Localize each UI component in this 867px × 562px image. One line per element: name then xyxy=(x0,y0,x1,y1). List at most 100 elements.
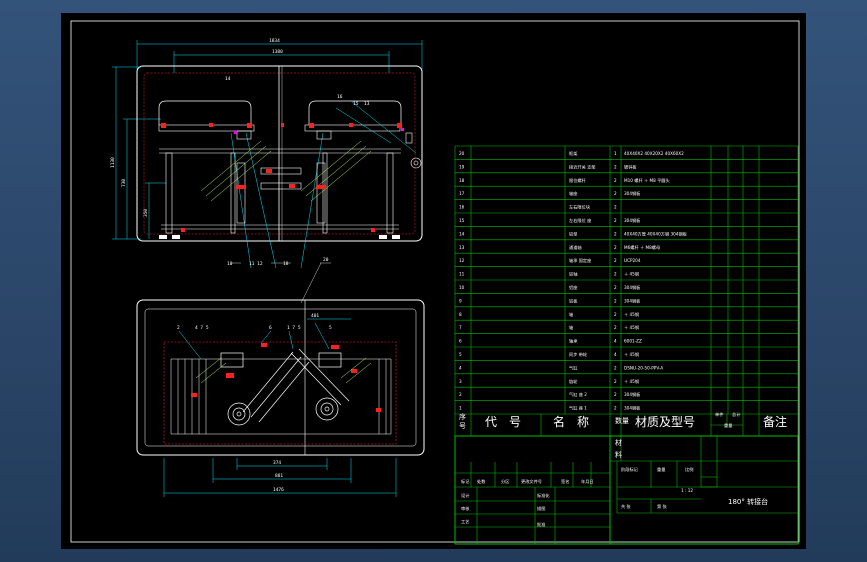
part-no: 18 xyxy=(459,178,465,183)
part-qty: 2 xyxy=(614,164,617,169)
parts-table xyxy=(454,145,799,545)
callout-20: 20 xyxy=(323,257,329,263)
callout-13: 13 xyxy=(364,101,370,107)
callout-11-12: 11 12 xyxy=(249,261,263,267)
drawing-frame xyxy=(70,20,800,543)
standard-label: 标准化 xyxy=(537,492,550,499)
part-no: 17 xyxy=(459,191,465,196)
part-no: 9 xyxy=(459,298,462,303)
part-name: 左右限位块 xyxy=(569,204,591,211)
part-name: 轴承 固定座 xyxy=(569,257,591,264)
part-name: 链轮 xyxy=(569,378,578,385)
part-qty: 2 xyxy=(614,392,617,397)
part-qty: 2 xyxy=(614,285,617,290)
part-name: 气缸 座 2 xyxy=(569,391,587,398)
zone-label: 分区 xyxy=(501,478,509,485)
part-material: 304钢板 xyxy=(624,297,641,304)
part-material: DSNU-20-50-PPV-A xyxy=(624,365,663,370)
part-qty: 2 xyxy=(614,178,617,183)
callout-16: 16 xyxy=(337,94,343,100)
dim-plan-c: 401 xyxy=(311,313,319,319)
dim-left-mid: 350 xyxy=(143,209,149,217)
part-qty: 2 xyxy=(614,218,617,223)
part-qty: 2 xyxy=(614,205,617,210)
part-no: 13 xyxy=(459,245,465,250)
callout-2: 2 xyxy=(177,325,180,331)
title-block: 材 料 180° 转接台 阶段标记 重量 比例 1 : 12 共 张 第 张 标… xyxy=(461,438,768,528)
header-code: 代 号 xyxy=(485,415,521,429)
header-remark: 备注 xyxy=(763,414,787,429)
part-material: M6螺杆 ＋ M8螺母 xyxy=(624,244,660,251)
part-material: ＋ 45钢 xyxy=(624,271,639,278)
dim-bottom-mid: 881 xyxy=(275,473,283,479)
stage-label: 阶段标记 xyxy=(621,466,639,473)
part-no: 12 xyxy=(459,258,465,263)
plan-view: 374 881 1476 4 7 5 1 7 5 401 2 6 5 xyxy=(136,299,425,497)
header-total-weight: 总计 xyxy=(732,411,740,418)
sheet-label: 共 张 xyxy=(621,503,632,510)
material-label: 材 xyxy=(615,438,622,447)
part-name: 铝型 xyxy=(569,230,577,237)
part-qty: 2 xyxy=(614,298,617,303)
callout-15: 15 xyxy=(353,101,359,107)
dim-bottom-inner: 374 xyxy=(273,460,281,466)
part-material: ＋ 45钢 xyxy=(624,324,639,331)
part-name: 左右限位 座 xyxy=(569,217,591,224)
part-material: 304钢板 xyxy=(624,217,641,224)
part-name: 通道轴 xyxy=(569,244,582,251)
count-label: 处数 xyxy=(477,478,486,485)
part-name: 铝板 xyxy=(569,297,578,304)
part-name: 轴座 xyxy=(569,190,577,197)
part-no: 1 xyxy=(459,406,462,411)
header-material: 材质及型号 xyxy=(635,415,695,429)
dim-top-inner: 1380 xyxy=(272,49,283,55)
part-qty: 2 xyxy=(614,272,617,277)
dim-plan-a: 4 7 5 xyxy=(195,325,209,331)
part-name: 轴 xyxy=(569,311,573,318)
header-qty: 数量 xyxy=(615,416,629,425)
part-name: 框架 xyxy=(569,150,577,157)
part-material: 40X40方管 40X40方钢 304钢板 xyxy=(624,230,688,237)
trace-label: 描图 xyxy=(537,505,545,512)
part-material: 304钢板 xyxy=(624,391,641,398)
header-seq: 序 xyxy=(459,412,466,421)
weight-label: 重量 xyxy=(657,466,665,473)
material-label-2: 料 xyxy=(615,450,622,459)
part-material: M10 螺杆 ＋ M8 平圆头 xyxy=(624,177,670,184)
part-qty: 2 xyxy=(614,258,617,263)
part-no: 3 xyxy=(459,379,462,384)
part-material: 镀锌板 xyxy=(624,163,637,170)
front-view: 1834 1380 1130 730 350 xyxy=(110,38,423,304)
drawing-sheet: 1834 1380 1130 730 350 xyxy=(61,13,806,549)
parts-header: 序 号 代 号 名 称 数量 材质及型号 单件 总计 重量 备注 xyxy=(459,411,787,430)
part-no: 19 xyxy=(459,164,465,169)
part-no: 2 xyxy=(459,392,462,397)
sign-label: 签名 xyxy=(561,478,569,485)
part-name: 轴承 xyxy=(569,338,578,345)
part-no: 5 xyxy=(459,352,462,357)
part-material: 304钢板 xyxy=(624,190,641,197)
check-label: 审核 xyxy=(461,505,470,512)
part-qty: 2 xyxy=(614,325,617,330)
date-label: 年月日 xyxy=(581,478,594,485)
callout-6: 6 xyxy=(269,325,272,331)
part-qty: 2 xyxy=(614,245,617,250)
dim-left-inner: 730 xyxy=(121,179,127,187)
part-qty: 2 xyxy=(614,231,617,236)
process-label: 工艺 xyxy=(461,519,469,524)
header-weight: 重量 xyxy=(724,422,732,429)
part-no: 16 xyxy=(459,205,465,210)
dim-top-overall: 1834 xyxy=(269,38,280,44)
part-material: UCP204 xyxy=(624,258,641,263)
part-qty: 4 xyxy=(614,352,617,357)
part-no: 14 xyxy=(459,231,465,236)
dim-bottom-overall: 1476 xyxy=(273,487,284,493)
cad-drawing: 1834 1380 1130 730 350 xyxy=(70,20,800,545)
callout-5: 5 xyxy=(329,325,332,331)
doc-label: 更改文件号 xyxy=(521,478,542,485)
part-qty: 1 xyxy=(614,151,617,156)
part-material: 304钢板 xyxy=(624,405,641,412)
approve-label: 批准 xyxy=(537,521,545,528)
part-material: ＋ 45钢 xyxy=(624,311,639,318)
part-name: 限位螺杆 xyxy=(569,177,587,184)
